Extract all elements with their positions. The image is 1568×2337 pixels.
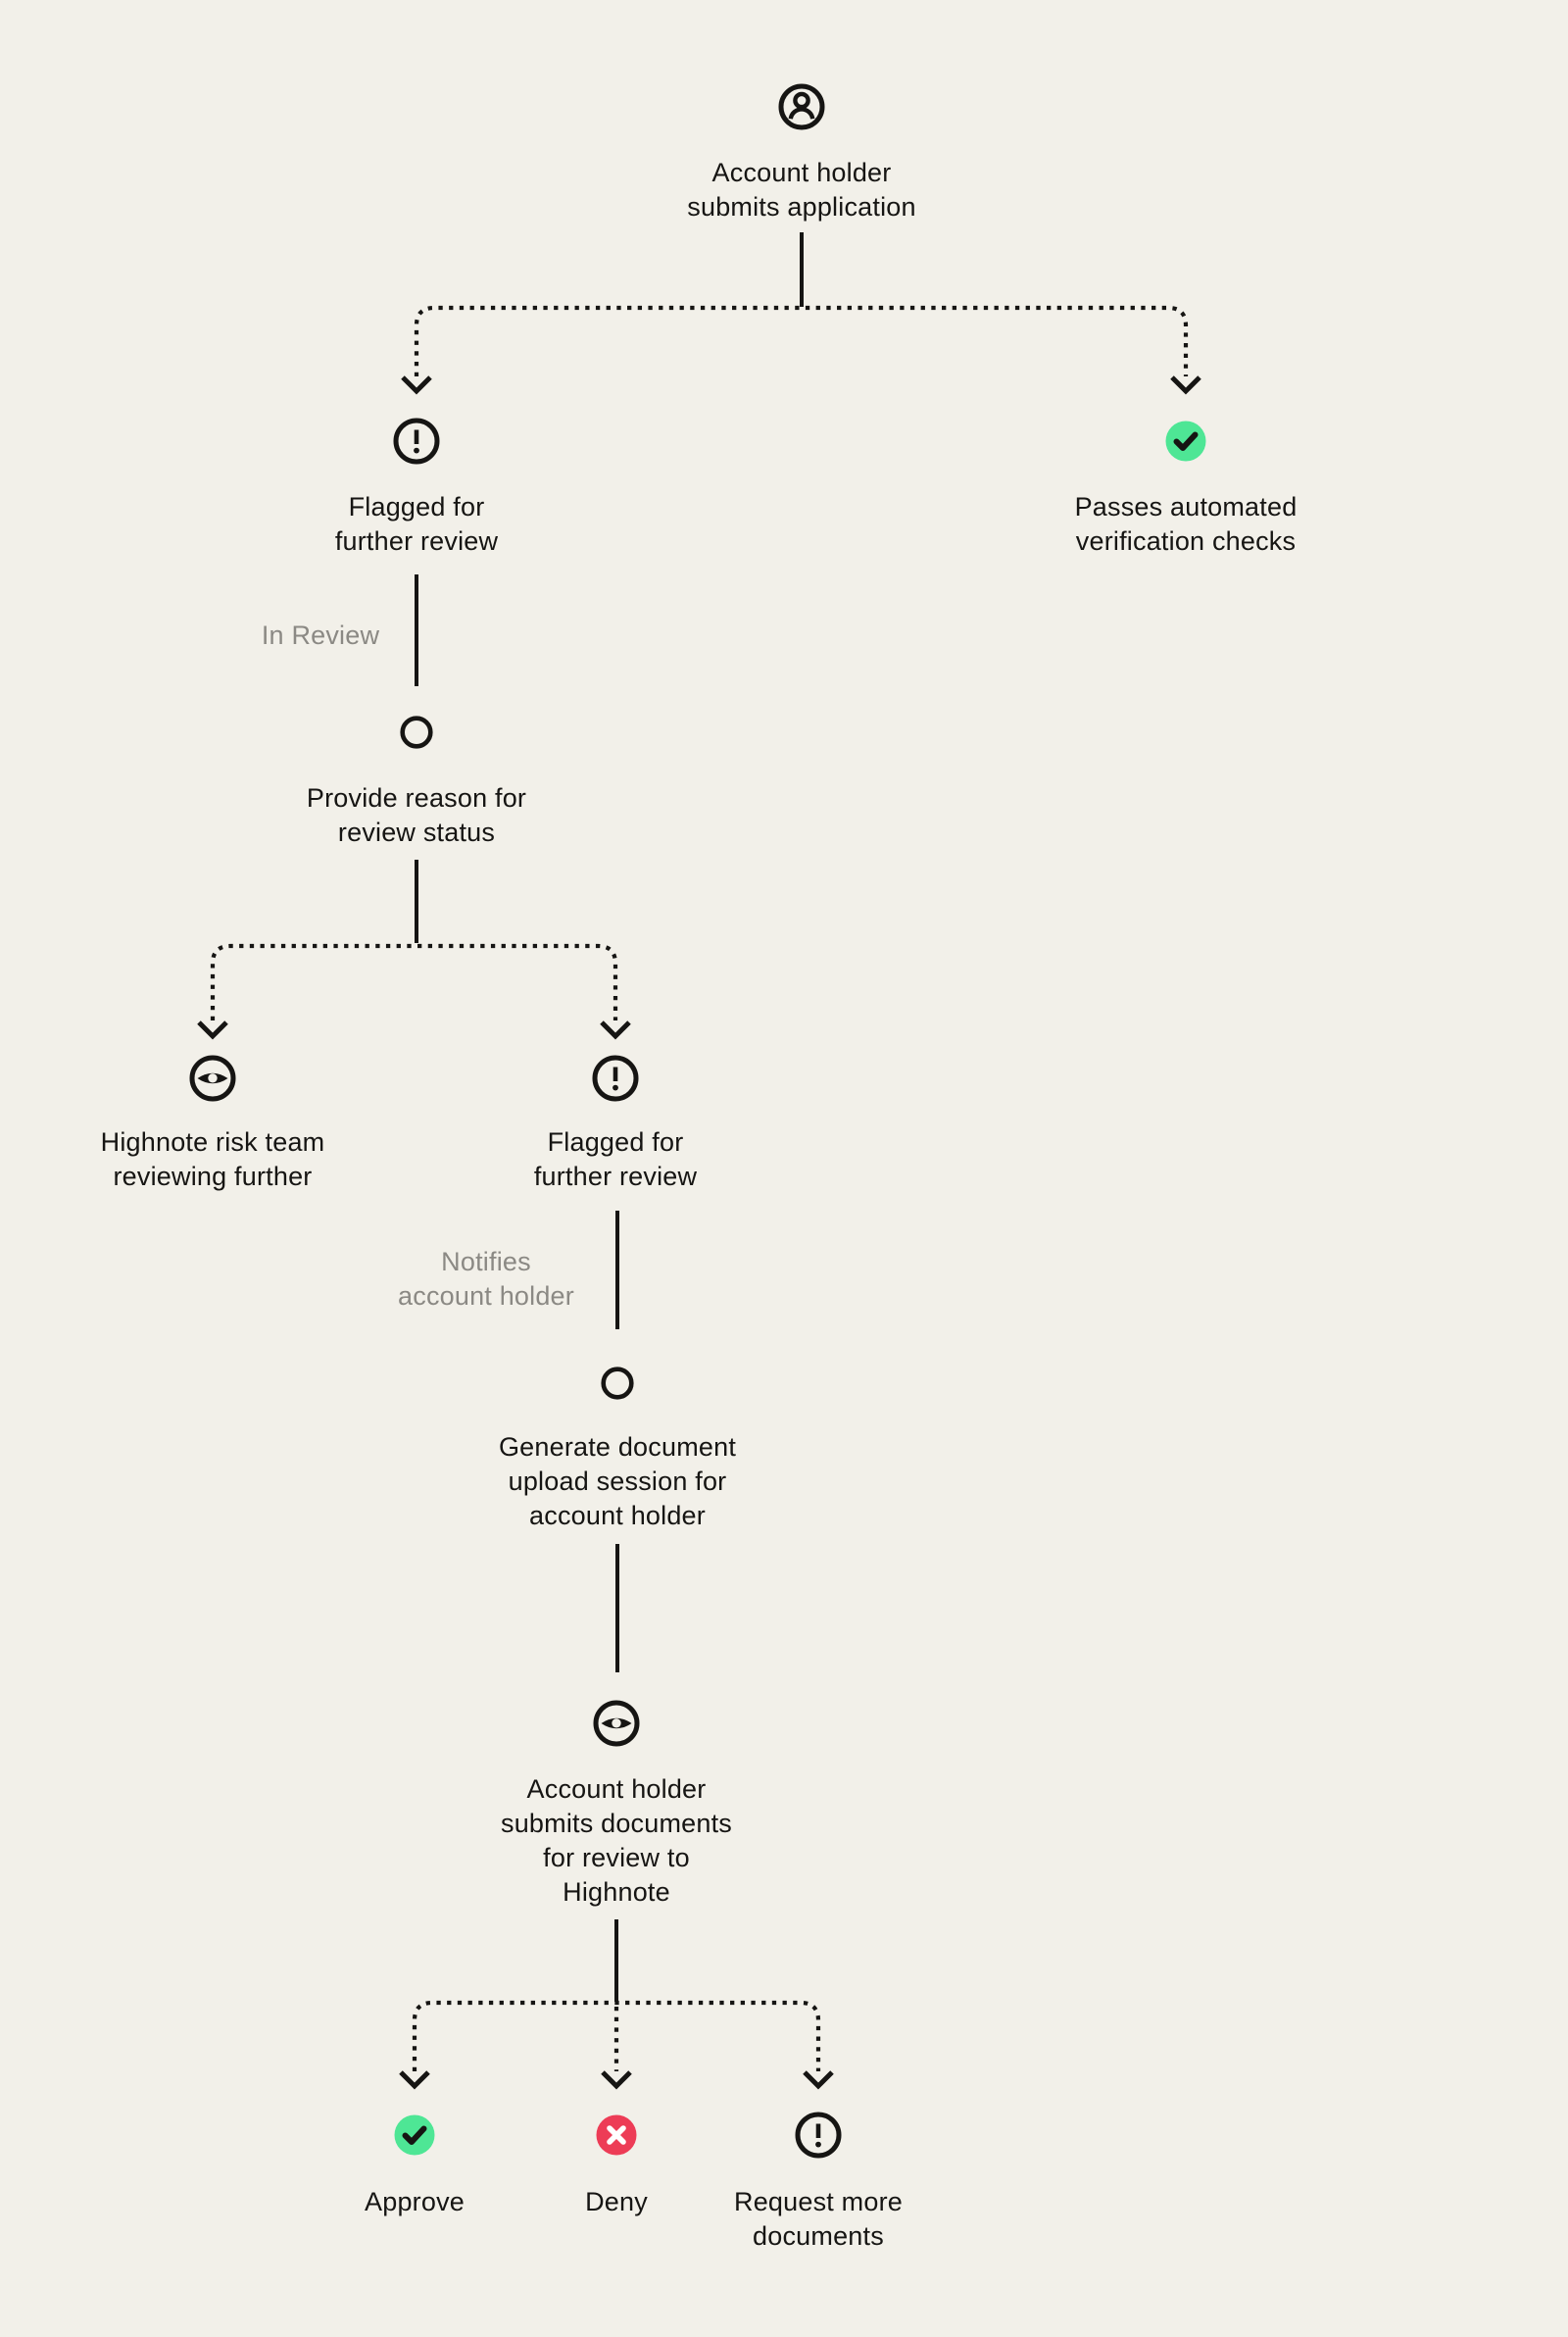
node-flagged-second-label: Flagged for further review [533,1127,698,1191]
eye-icon [189,1055,236,1102]
node-flagged-first-label: Flagged for further review [334,492,499,556]
node-deny-label: Deny [585,2187,648,2216]
arrowhead-riskteam [197,1020,228,1040]
node-generate-session-label: Generate document upload session for acc… [498,1432,737,1530]
node-submit-docs-label: Account holder submits documents for rev… [501,1774,732,1907]
arrowhead-request [803,2070,834,2090]
x-icon [596,2114,637,2156]
arrowhead-flagged1 [401,375,432,395]
rail-branch-1 [414,305,1189,376]
arrowhead-flagged2 [600,1020,631,1040]
circle-node [400,716,433,749]
node-passes-label: Passes automated verification checks [1074,492,1298,556]
node-start-label: Account holder submits application [687,158,916,222]
node-provide-reason-label: Provide reason for review status [306,783,527,847]
rail-branch-3 [412,2000,821,2071]
node-request-more-label: Request more documents [734,2187,903,2251]
arrowhead-passes [1170,375,1201,395]
circle-node [601,1367,634,1400]
alert-icon [795,2112,842,2159]
check-icon [394,2114,435,2156]
edge-label-notifies: Notifies account holder [398,1247,574,1311]
node-risk-team-label: Highnote risk team reviewing further [100,1127,325,1191]
edge-label-in-review: In Review [261,621,380,650]
arrowhead-approve [399,2070,430,2090]
check-icon [1165,421,1206,462]
node-approve-label: Approve [365,2187,465,2216]
arrowhead-deny [601,2070,632,2090]
user-icon [778,83,825,130]
alert-icon [592,1055,639,1102]
alert-icon [393,418,440,465]
rail-branch-2 [210,943,618,1020]
eye-icon [593,1700,640,1747]
